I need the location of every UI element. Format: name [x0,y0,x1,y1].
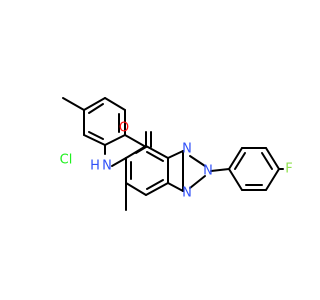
amide-nitrogen-label: N [102,159,112,174]
bond-c9-n1 [167,150,184,159]
bond-c4-c5-inner [88,103,104,114]
amide-hydrogen-label: H [90,159,100,174]
bond-r4-r5 [265,168,280,191]
chlorine-label: Cl [60,153,73,168]
bond-n-c7 [111,157,127,167]
bond-n2-aryl [210,168,230,172]
molecule-structure-svg: O N H Cl N N N F [0,0,300,300]
bond-c11-c12 [125,182,147,196]
bond-r1-r2 [228,147,243,170]
molecule-diagram: O N H Cl N N N F [0,0,300,300]
nitrogen-right-label: N [203,164,213,179]
bond-c5-c6 [104,97,126,111]
bond-ring-carbonyl [124,134,147,148]
bond-c8-c9-inner [146,151,164,162]
bond-r3-r4-inner [261,152,273,170]
bond-c10-n3 [167,182,184,192]
fluorine-label: F [285,162,292,177]
nitrogen-bottom-label: N [182,186,192,201]
bond-c10-c11 [145,182,169,196]
bond-c10-c11-inner [146,179,164,190]
bond-c4-c5 [83,97,106,111]
bond-c2-c3-inner [88,131,104,140]
bond-r1-r2-inner [234,152,246,170]
bond-n3-n2 [189,175,206,189]
oxygen-label: O [119,121,129,136]
bond-c8-c9 [145,145,169,159]
background [0,0,300,300]
bond-c1-c2 [104,134,126,146]
nitrogen-top-label: N [182,142,192,157]
bond-r3-r4 [265,147,280,170]
bond-r6-r1 [228,168,243,191]
bond-c7-c8 [125,145,147,159]
bond-c2-c3 [83,134,106,146]
bond-n1-n2 [189,155,206,167]
bond-ring-methyl-left [62,97,85,111]
